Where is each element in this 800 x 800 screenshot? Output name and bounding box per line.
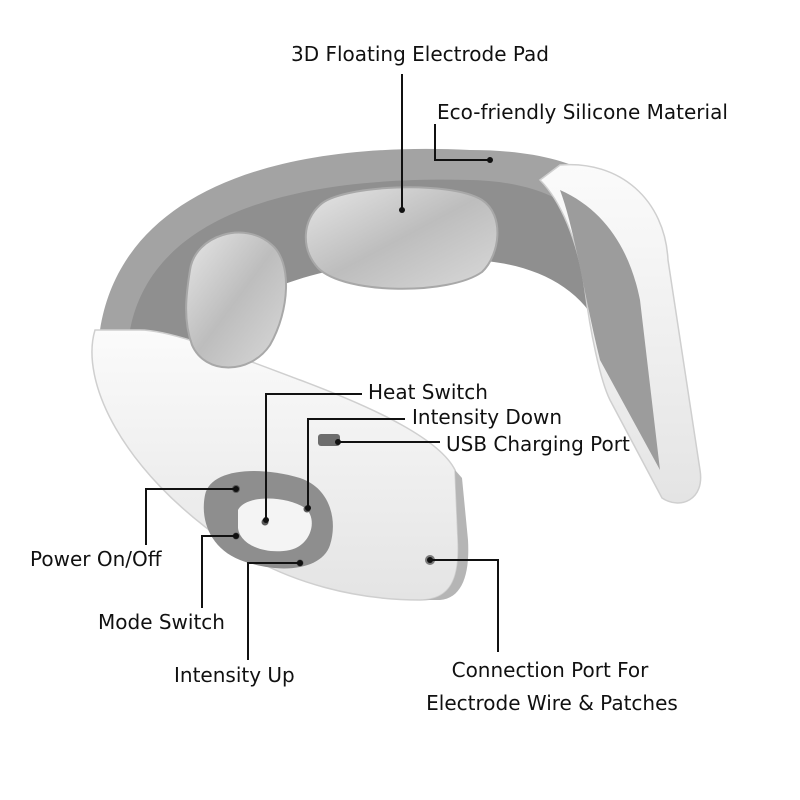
label-connection-line1: Connection Port For: [451, 658, 649, 682]
label-mode: Mode Switch: [98, 610, 225, 634]
label-power: Power On/Off: [30, 547, 162, 571]
center-button: [238, 498, 312, 552]
leader-connection: [430, 559, 499, 652]
label-intensity-down: Intensity Down: [412, 405, 563, 429]
label-heat-switch: Heat Switch: [368, 380, 488, 404]
electrode-pad-right: [304, 186, 499, 290]
leader-heat-switch: [265, 393, 362, 520]
right-arm-silicone: [560, 190, 660, 470]
leader-intensity-up: [247, 562, 300, 660]
usb-port: [318, 434, 340, 446]
label-usb-port: USB Charging Port: [446, 432, 630, 456]
electrode-pad-left: [185, 231, 288, 369]
leader-intensity-down: [307, 418, 405, 508]
label-electrode-pad: 3D Floating Electrode Pad: [291, 42, 549, 66]
leader-mode: [201, 535, 236, 608]
leader-lines: [145, 74, 499, 660]
leader-silicone: [434, 124, 490, 161]
label-intensity-up: Intensity Up: [174, 663, 295, 687]
label-connection-line2: Electrode Wire & Patches: [426, 691, 678, 715]
leader-power: [145, 488, 236, 545]
label-silicone: Eco-friendly Silicone Material: [437, 100, 728, 124]
left-body-side: [420, 470, 469, 600]
leader-dots: [233, 157, 493, 566]
